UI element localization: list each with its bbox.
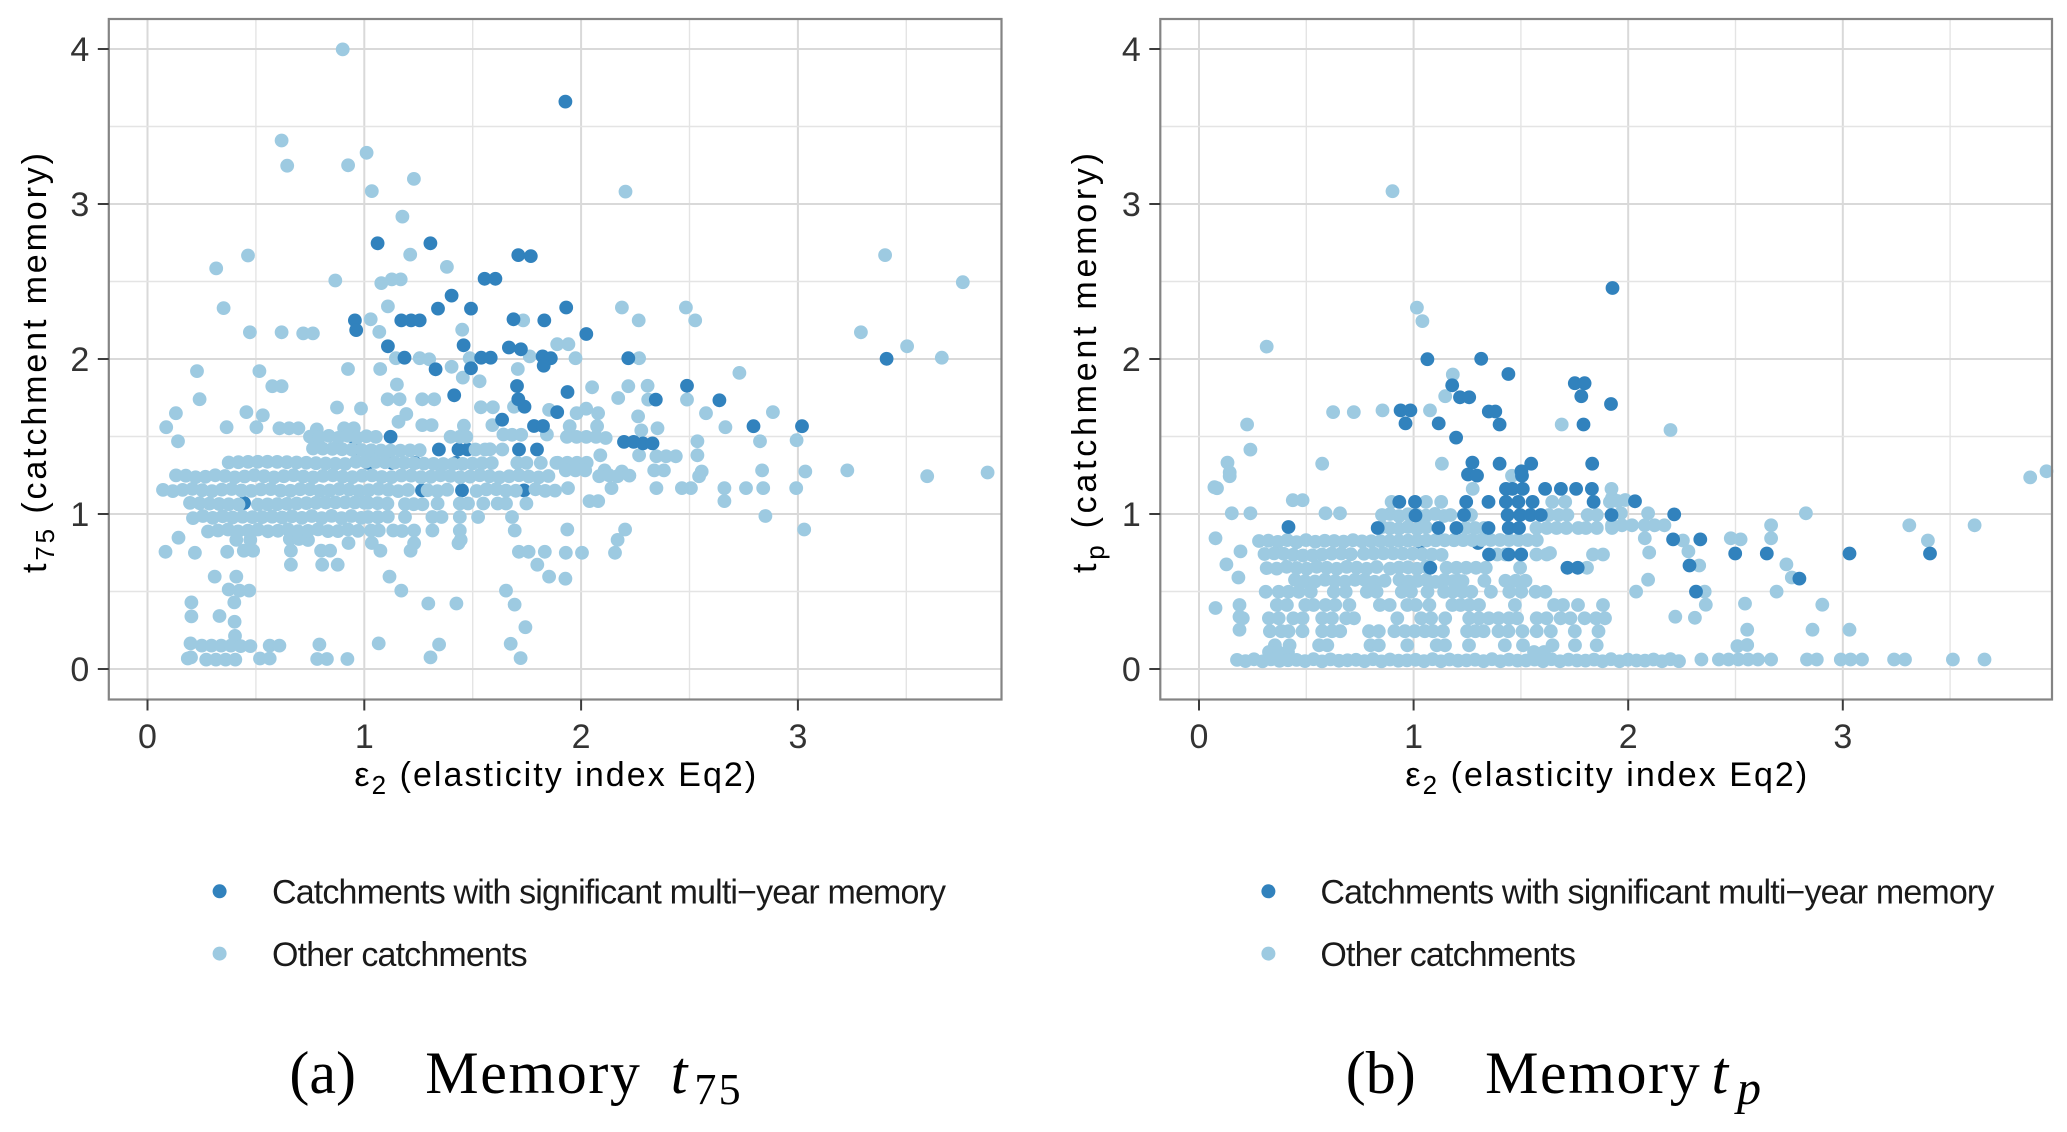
svg-text:ε2 (elasticity index Eq2): ε2 (elasticity index Eq2): [354, 756, 756, 800]
svg-text:3: 3: [1833, 718, 1852, 756]
svg-text:4: 4: [1122, 31, 1141, 69]
svg-text:1: 1: [355, 718, 374, 756]
svg-text:3: 3: [1122, 186, 1141, 224]
svg-text:Other catchments: Other catchments: [272, 936, 527, 974]
svg-text:1: 1: [1404, 718, 1423, 756]
svg-text:3: 3: [70, 186, 89, 224]
svg-text:3: 3: [788, 718, 807, 756]
svg-text:Other catchments: Other catchments: [1320, 936, 1575, 974]
svg-text:tp (catchment memory): tp (catchment memory): [1066, 153, 1110, 573]
svg-text:ε2 (elasticity index Eq2): ε2 (elasticity index Eq2): [1405, 756, 1807, 800]
svg-text:0: 0: [1190, 718, 1209, 756]
svg-text:p: p: [1734, 1062, 1761, 1115]
svg-text:Memory: Memory: [425, 1040, 640, 1106]
svg-text:0: 0: [70, 651, 89, 689]
svg-text:t: t: [671, 1040, 689, 1106]
svg-text:Catchments with significant mu: Catchments with significant multi−year m…: [272, 874, 946, 912]
svg-text:Memory: Memory: [1485, 1040, 1700, 1106]
svg-text:1: 1: [1122, 496, 1141, 534]
svg-text:Catchments with significant mu: Catchments with significant multi−year m…: [1320, 874, 1994, 912]
svg-text:1: 1: [70, 496, 89, 534]
svg-text:(a): (a): [289, 1040, 356, 1106]
svg-text:2: 2: [1122, 341, 1141, 379]
svg-text:2: 2: [572, 718, 591, 756]
svg-text:(b): (b): [1346, 1040, 1416, 1106]
svg-text:0: 0: [1122, 651, 1141, 689]
svg-text:4: 4: [70, 31, 89, 69]
svg-text:t75 (catchment memory): t75 (catchment memory): [16, 153, 60, 573]
svg-text:t: t: [1712, 1040, 1730, 1106]
svg-text:0: 0: [138, 718, 157, 756]
svg-text:2: 2: [70, 341, 89, 379]
svg-text:2: 2: [1619, 718, 1638, 756]
